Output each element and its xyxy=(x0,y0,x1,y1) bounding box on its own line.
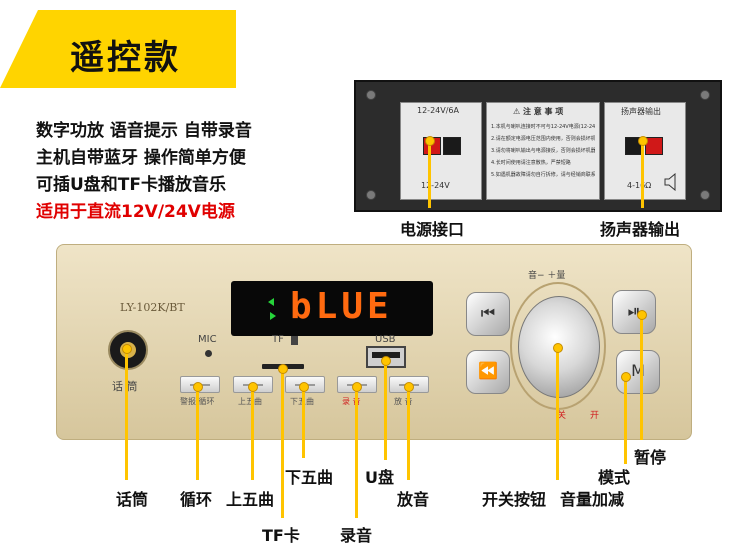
arrow-left-icon xyxy=(268,298,274,306)
feature-line-1: 数字功放 语音提示 自带录音 xyxy=(36,121,252,141)
callout-mode: 模式 xyxy=(598,468,631,487)
notice-box: ⚠ 注 意 事 项 1.本机与喇叭连接时不可与12-24V电源(12-24V)接… xyxy=(486,102,600,200)
notice-line: 1.本机与喇叭连接时不可与12-24V电源(12-24V)接错 xyxy=(491,124,595,130)
feature-line-3: 可插U盘和TF卡播放音乐 xyxy=(36,175,227,195)
banner-title: 遥控款 xyxy=(70,38,181,78)
mic-label: MIC xyxy=(198,334,217,345)
mount-hole xyxy=(366,190,376,200)
skip-back-icon: ⏪ xyxy=(478,361,498,380)
callout-line xyxy=(556,348,559,480)
mount-hole xyxy=(700,190,710,200)
callout-line xyxy=(302,386,305,458)
led-display xyxy=(231,281,433,336)
prev-five-label: 上五曲 xyxy=(238,397,262,406)
callout-line xyxy=(407,386,410,480)
callout-line xyxy=(428,140,431,208)
pause-button[interactable]: ⏯ xyxy=(612,290,656,334)
callout-dot xyxy=(621,372,631,382)
callout-prev5: 上五曲 xyxy=(226,490,275,509)
display-text: bLUE xyxy=(290,286,393,327)
callout-record: 录音 xyxy=(340,526,373,545)
callout-dot xyxy=(193,382,203,392)
callout-line xyxy=(281,370,284,518)
tf-label: TF xyxy=(272,334,284,345)
play-label: 放 音 xyxy=(394,397,413,406)
callout-line xyxy=(624,376,627,464)
mount-hole xyxy=(366,90,376,100)
callout-line xyxy=(355,386,358,518)
callout-tf: TF卡 xyxy=(262,526,300,545)
callout-line xyxy=(384,360,387,460)
mount-hole xyxy=(700,90,710,100)
callout-line xyxy=(251,386,254,480)
callout-dot xyxy=(381,356,391,366)
play-pause-icon: ⏯ xyxy=(627,301,641,320)
callout-line xyxy=(125,348,128,480)
title-banner xyxy=(0,10,236,88)
mic-hole xyxy=(205,350,212,357)
callout-dot xyxy=(637,310,647,320)
arrow-right-icon xyxy=(270,312,276,320)
power-box-bottom: 12-24V xyxy=(421,181,450,190)
feature-line-4: 适用于直流12V/24V电源 xyxy=(36,202,235,222)
notice-title: ⚠ 注 意 事 项 xyxy=(513,107,564,116)
callout-power-button: 开关按钮 xyxy=(482,490,547,509)
callout-line xyxy=(196,386,199,480)
feature-line-2: 主机自带蓝牙 操作简单方便 xyxy=(36,148,246,168)
callout-volume: 音量加减 xyxy=(560,490,625,509)
speaker-output-box: 扬声器输出 4-16Ω xyxy=(604,102,686,200)
callout-dot xyxy=(638,136,648,146)
volume-label: 音− ＋量 xyxy=(528,271,566,281)
power-box-title: 12-24V/6A xyxy=(417,106,459,115)
speaker-icon xyxy=(664,173,676,191)
callout-play: 放音 xyxy=(397,490,430,509)
callout-mic: 话筒 xyxy=(116,490,149,509)
callout-dot xyxy=(425,136,435,146)
prev-track-icon: ⏮ xyxy=(480,303,496,322)
power-port-box: 12-24V/6A 12-24V xyxy=(400,102,482,200)
callout-loop: 循环 xyxy=(180,490,213,509)
callout-dot xyxy=(122,344,132,354)
tf-card-icon xyxy=(291,336,298,345)
callout-line xyxy=(640,314,643,440)
notice-line: 5.如遇机器故障请勿自行拆修，请与经销商联系 xyxy=(491,172,595,178)
callout-line xyxy=(641,140,644,208)
record-label: 录 音 xyxy=(342,397,361,406)
callout-dot xyxy=(553,343,563,353)
callout-power-port: 电源接口 xyxy=(400,220,465,239)
power-off-label: 关 xyxy=(557,411,567,421)
power-on-label: 开 xyxy=(590,411,600,421)
notice-line: 2.请在额定电源电压范围内使用，否则会损坏机器 xyxy=(491,136,595,142)
callout-dot xyxy=(299,382,309,392)
notice-line: 3.请勿将喇叭输出与电源接反，否则会损坏机器 xyxy=(491,148,595,154)
callout-dot xyxy=(248,382,258,392)
rear-panel: 12-24V/6A 12-24V ⚠ 注 意 事 项 1.本机与喇叭连接时不可与… xyxy=(354,80,722,212)
speaker-box-bottom: 4-16Ω xyxy=(627,181,652,190)
speaker-terminal-positive xyxy=(645,137,663,155)
callout-dot xyxy=(278,364,288,374)
callout-speaker-out: 扬声器输出 xyxy=(600,220,681,239)
callout-usb: U盘 xyxy=(365,468,394,487)
usb-label: USB xyxy=(375,334,396,345)
callout-dot xyxy=(404,382,414,392)
speaker-box-title: 扬声器输出 xyxy=(621,107,661,116)
skip-back-button[interactable]: ⏪ xyxy=(466,350,510,394)
model-number: LY-102K/BT xyxy=(120,301,185,314)
callout-next5: 下五曲 xyxy=(285,468,334,487)
notice-line: 4.长时间使用请注意散热，严禁短路 xyxy=(491,160,571,166)
prev-track-button[interactable]: ⏮ xyxy=(466,292,510,336)
power-terminal-negative xyxy=(443,137,461,155)
callout-dot xyxy=(352,382,362,392)
mic-jack-label: 话 筒 xyxy=(112,380,138,393)
callout-pause: 暂停 xyxy=(634,448,667,467)
